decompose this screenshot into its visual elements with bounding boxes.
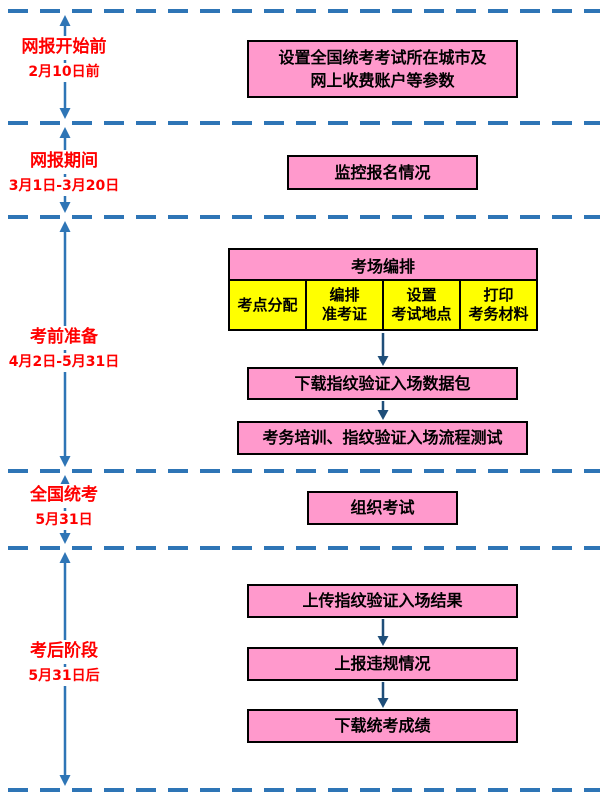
phase-date: 5月31日	[33, 510, 95, 531]
box-download-scores: 下载统考成绩	[247, 709, 518, 743]
cell-site-allocation: 考点分配	[228, 281, 307, 331]
box-report-label: 上报违规情况	[334, 654, 431, 674]
phase-label-registration-period: 网报期间 3月1日-3月20日	[4, 150, 124, 197]
group-title-exam-room-arrangement: 考场编排	[228, 248, 538, 281]
phase-label-pre-registration: 网报开始前 2月10日前	[4, 36, 124, 83]
cell-line: 考试地点	[391, 305, 452, 323]
phase-name: 考前准备	[28, 326, 100, 350]
box-training-label: 考务培训、指纹验证入场流程测试	[262, 428, 503, 448]
box-training-process-test: 考务培训、指纹验证入场流程测试	[237, 421, 528, 455]
cell-admission-ticket: 编排 准考证	[307, 281, 384, 331]
cell-line: 编排	[329, 286, 360, 305]
box-report-violations: 上报违规情况	[247, 647, 518, 681]
phase-name: 全国统考	[28, 484, 100, 508]
flow-connector-arrows	[377, 333, 389, 708]
box-upload-fingerprint-result: 上传指纹验证入场结果	[247, 584, 518, 618]
box-setup-line2: 网上收费账户等参数	[310, 71, 455, 90]
box-monitor-label: 监控报名情况	[334, 162, 431, 182]
phase-name: 网报开始前	[19, 36, 109, 60]
cell-line: 考点分配	[237, 295, 298, 314]
box-setup-parameters: 设置全国统考考试所在城市及 网上收费账户等参数	[247, 40, 518, 98]
phase-date: 5月31日后	[26, 666, 102, 687]
cell-line: 准考证	[321, 305, 367, 323]
group-title-label: 考场编排	[350, 256, 415, 276]
arrangement-cells: 考点分配 编排 准考证 设置 考试地点 打印 考务材料	[228, 281, 538, 331]
box-download-fingerprint-package: 下载指纹验证入场数据包	[247, 367, 518, 400]
box-scores-label: 下载统考成绩	[334, 716, 431, 736]
cell-line: 考务材料	[468, 305, 529, 323]
phase-date: 4月2日-5月31日	[6, 352, 122, 373]
phase-date: 2月10日前	[26, 62, 102, 83]
box-upload-label: 上传指纹验证入场结果	[302, 591, 463, 611]
phase-date: 3月1日-3月20日	[6, 176, 122, 197]
box-organize-label: 组织考试	[350, 498, 415, 518]
box-setup-line1: 设置全国统考考试所在城市及	[278, 47, 487, 67]
phase-divider-lines	[8, 9, 600, 792]
box-organize-exam: 组织考试	[307, 491, 458, 525]
box-monitor-registration: 监控报名情况	[287, 155, 478, 190]
phase-label-national-exam: 全国统考 5月31日	[4, 484, 124, 531]
cell-line: 设置	[406, 286, 437, 305]
cell-exam-location: 设置 考试地点	[384, 281, 461, 331]
phase-label-post-exam: 考后阶段 5月31日后	[4, 640, 124, 687]
phase-name: 考后阶段	[28, 640, 100, 664]
phase-name: 网报期间	[28, 150, 100, 174]
group-exam-room-arrangement: 考场编排 考点分配 编排 准考证 设置 考试地点 打印 考务材料	[228, 248, 538, 331]
cell-print-materials: 打印 考务材料	[461, 281, 538, 331]
box-download-pack-label: 下载指纹验证入场数据包	[294, 373, 471, 393]
cell-line: 打印	[483, 286, 514, 305]
phase-label-exam-preparation: 考前准备 4月2日-5月31日	[4, 326, 124, 373]
